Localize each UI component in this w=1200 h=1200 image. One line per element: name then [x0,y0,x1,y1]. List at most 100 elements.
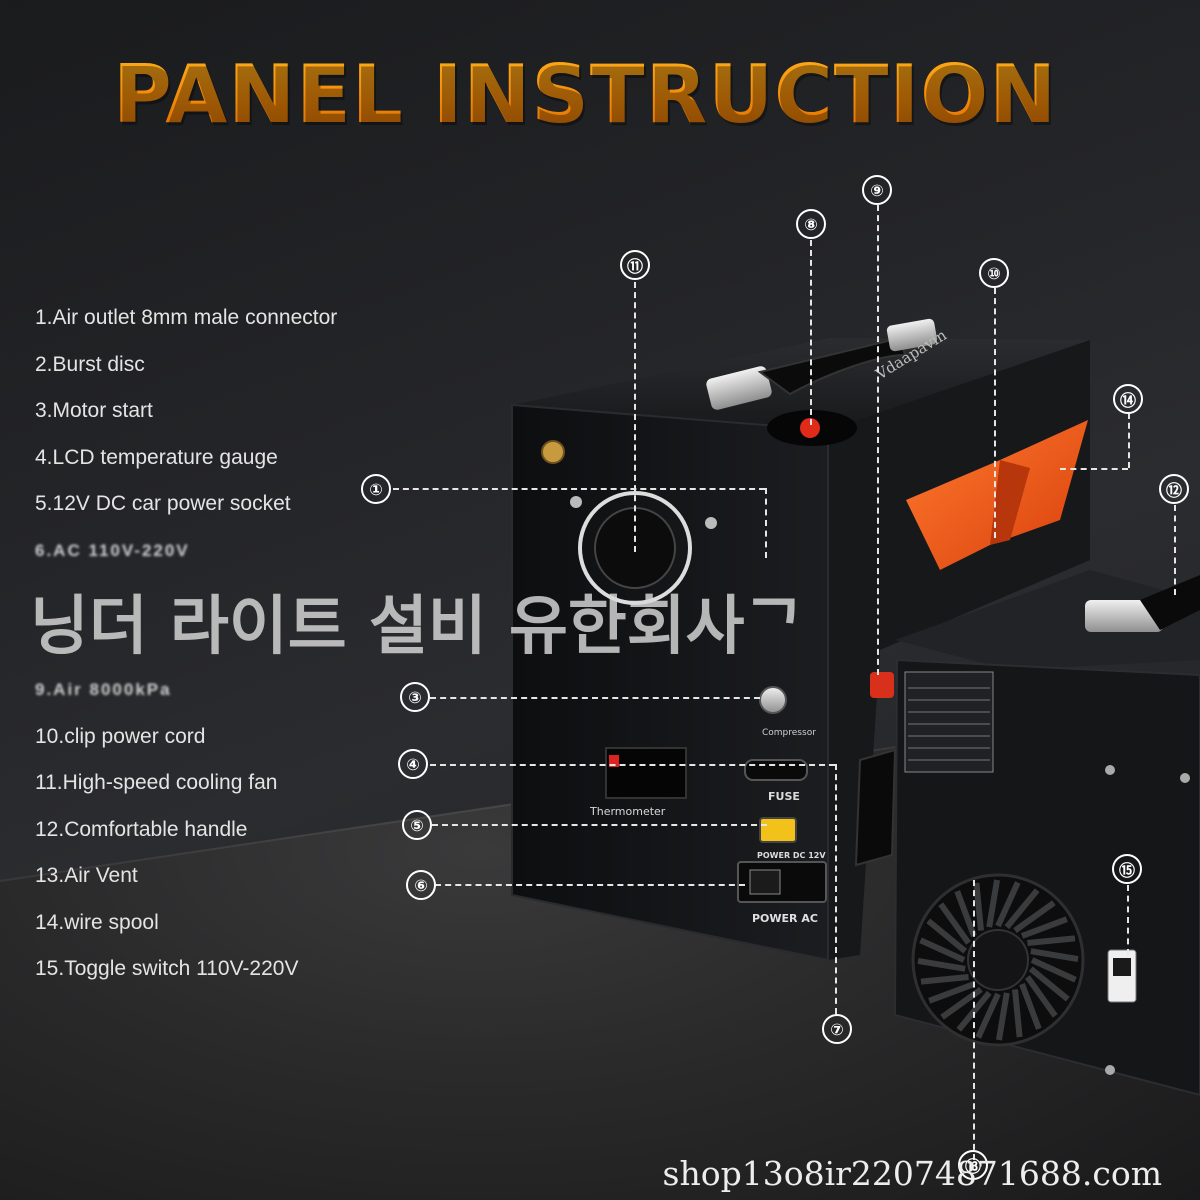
legend-item: 4.LCD temperature gauge [35,445,278,469]
fan-blade-icon [1030,957,1077,983]
fan-blade-icon [1004,888,1040,930]
fan-blade-icon [919,937,966,963]
lcd-display [605,747,687,799]
legend-item: 14.wire spool [35,910,159,934]
power-cord-hook [854,748,897,867]
callout-11: ⑪ [620,250,650,280]
fan-blade-icon [1027,935,1076,946]
main-unit-front [511,403,829,962]
ac-socket-inlet-icon [749,869,781,895]
fan-blade-icon [938,902,971,945]
wire-spool-fold [990,460,1030,545]
screw-icon [705,517,717,529]
motor-start-switch-icon [759,686,787,714]
side-red-toggle-icon [870,672,894,698]
callout-1: ① [361,474,391,504]
fan-blade-icon [995,992,1010,1041]
legend-item: 11.High-speed cooling fan [35,771,278,794]
callout-15: ⑮ [1112,854,1142,884]
power-ac-label: POWER AC [752,912,818,925]
leader-line-5 [432,824,767,826]
fan-blade-icon [1020,916,1068,939]
top-handle-right-cap [886,318,938,352]
leader-line-14 [1128,413,1130,468]
leader-line-7 [835,764,837,1014]
callout-4: ④ [398,749,428,779]
fuse-holder [744,759,808,781]
leader-line-6 [435,884,745,886]
leader-line-3 [430,697,760,699]
spec-sticker [904,671,994,773]
screw-icon [1180,773,1190,783]
callout-12: ⑫ [1159,474,1189,504]
leader-line-9 [877,205,879,675]
leader-line-10 [994,288,996,538]
power-dc-label: POWER DC 12V [757,851,826,860]
fan-blade-icon [975,992,1001,1039]
fan-blade-icon [973,882,984,931]
legend-item: 2.Burst disc [35,352,145,376]
legend-item: 3.Motor start [35,399,153,422]
legend-item: 9.Air 8000kPa [35,680,172,699]
leader-line-12 [1174,505,1176,595]
watermark-text: 닝더 라이트 설비 유한회사ᄀ [30,590,804,664]
fan-blade-icon [1030,948,1079,963]
top-handle-left-cap [706,366,772,410]
leader-line-8 [810,240,812,425]
leader-line-1 [393,488,765,490]
fan-blade-icon [917,957,966,972]
callout-13: ⑬ [958,1150,988,1180]
fan-blade-icon [1019,982,1042,1030]
fan-blade-icon [954,890,977,938]
thermometer-label: Thermometer [589,805,666,818]
fuse-label: FUSE [768,790,800,803]
burst-disc-icon [800,418,820,438]
fan-blade-icon [920,974,969,985]
toggle-switch-knob-icon [1113,958,1131,976]
leader-line-14-h [1060,468,1128,470]
screw-icon [570,496,582,508]
leader-line-4 [430,764,835,766]
callout-8: ⑧ [796,209,826,239]
second-unit-handle [1140,575,1200,630]
shop-url: shop13o8ir22074871688.com [662,1154,1162,1193]
compressor-label: Compressor [762,728,816,738]
legend-item: 5.12V DC car power socket [35,492,291,515]
leader-line-15 [1127,885,1129,955]
callout-6: ⑥ [406,870,436,900]
top-handle-grip [757,336,907,396]
second-unit-top [895,570,1200,670]
lcd-indicator-icon [609,755,619,767]
fan-blade-icon [926,918,968,954]
legend-item: 1.Air outlet 8mm male connector [35,306,338,329]
callout-5: ⑤ [402,810,432,840]
feature-legend: 1.Air outlet 8mm male connector 2.Burst d… [35,302,337,1000]
fan-blade-icon [1012,989,1023,1038]
dc-socket [759,817,797,843]
callout-3: ③ [400,682,430,712]
fan-blade-icon [1013,900,1056,933]
legend-item: 10.clip power cord [35,724,206,748]
legend-item: 12.Comfortable handle [35,817,248,841]
air-vent-blades-icon [917,879,1079,1041]
callout-7: ⑦ [822,1014,852,1044]
fan-blade-icon [928,981,976,1004]
leader-line-11 [634,282,636,552]
callout-14: ⑭ [1113,384,1143,414]
callout-9: ⑨ [862,175,892,205]
screw-icon [1105,1065,1115,1075]
leader-line-13 [973,880,975,1160]
legend-item: 6.AC 110V-220V [35,540,190,560]
spec-sticker-lines [908,687,990,761]
legend-item: 13.Air Vent [35,864,138,887]
air-outlet-brass-icon [541,440,565,464]
fan-blade-icon [1028,966,1070,1002]
screw-icon [1105,765,1115,775]
second-unit-handle-cap [1085,600,1163,632]
callout-10: ⑩ [979,258,1009,288]
fan-blade-icon [986,879,1001,928]
page-title: PANEL INSTRUCTION [0,48,1170,141]
air-vent-hub-icon [967,929,1029,991]
fan-blade-icon [995,881,1021,928]
